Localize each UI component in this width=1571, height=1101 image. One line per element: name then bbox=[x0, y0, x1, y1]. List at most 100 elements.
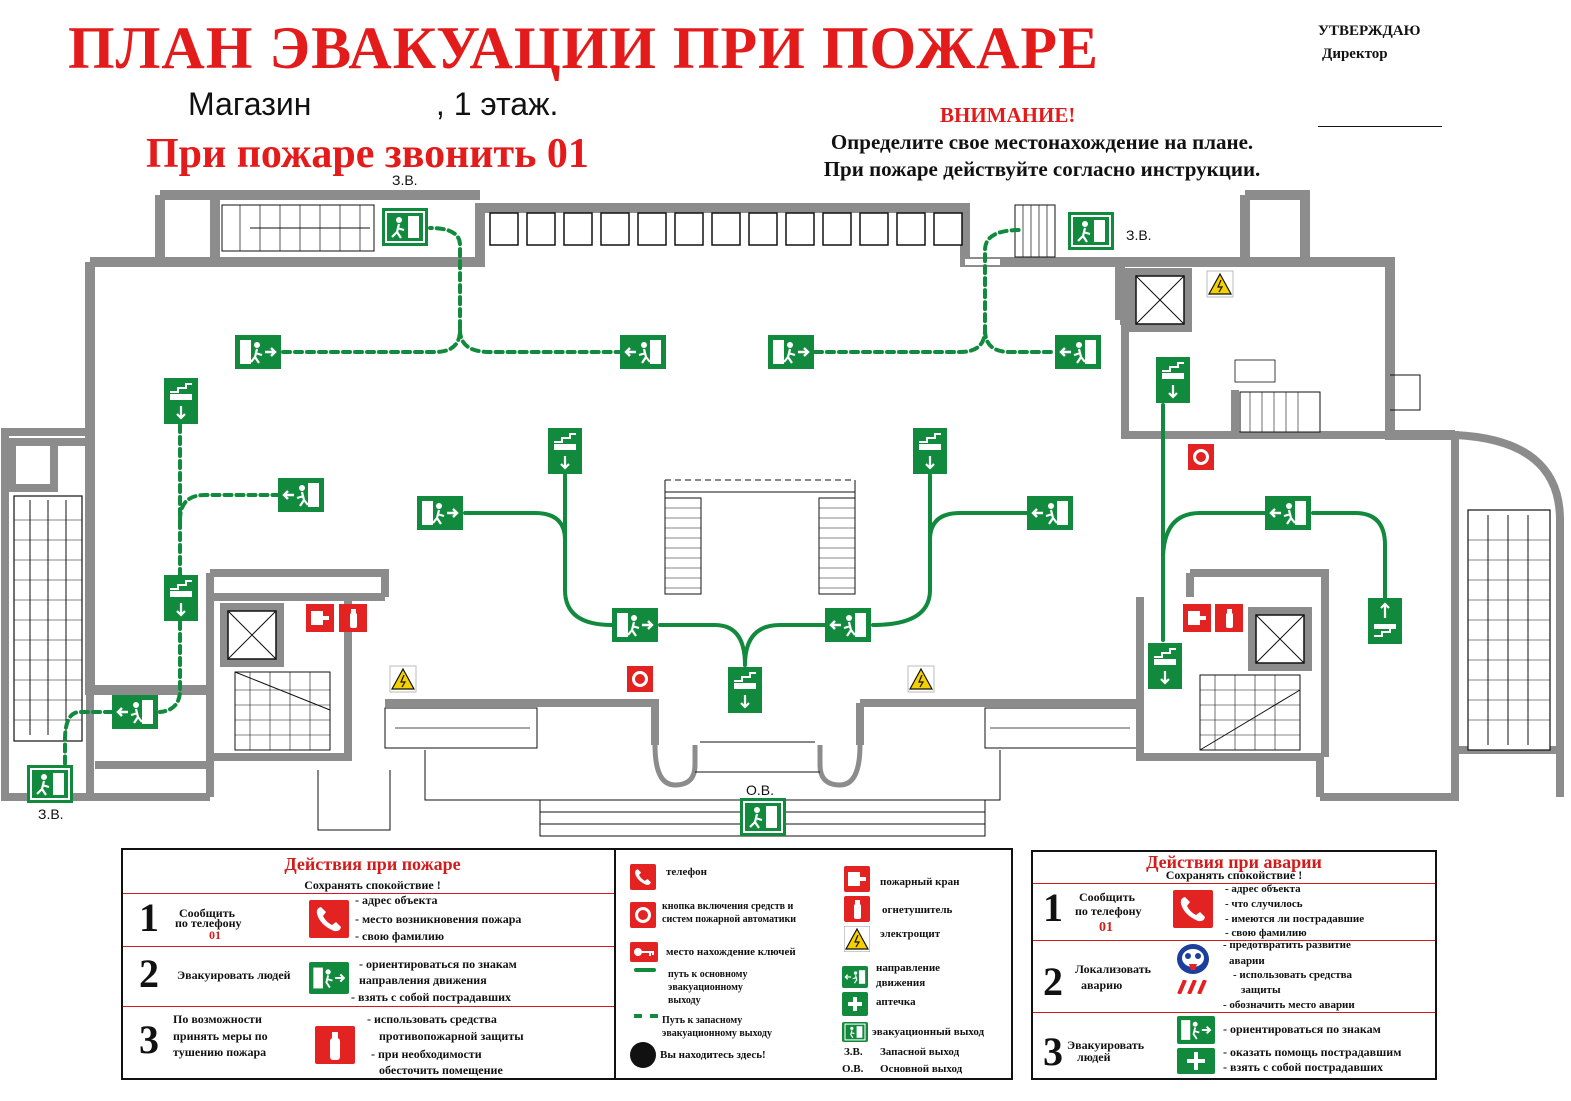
legend-main-path-a: путь к основному bbox=[668, 969, 748, 980]
acc-step3-item: - ориентироваться по знакам bbox=[1223, 1022, 1381, 1036]
acc-step1-item: - что случилось bbox=[1225, 898, 1303, 910]
step3-label-a: По возможности bbox=[173, 1012, 262, 1026]
step-number: 3 bbox=[139, 1017, 159, 1062]
step2-item: - взять с собой пострадавших bbox=[351, 990, 511, 1004]
first-aid-icon bbox=[1177, 1048, 1215, 1074]
electrical-panel-icon bbox=[843, 925, 871, 953]
step1-phone: 01 bbox=[209, 928, 221, 942]
exit-direction-icon bbox=[1177, 1016, 1215, 1044]
extinguisher-icon bbox=[315, 1026, 355, 1064]
gas-mask-icon bbox=[1177, 944, 1209, 974]
legend-you-are-here: Вы находитесь здесь! bbox=[660, 1049, 766, 1061]
acc-step2-item: - использовать средства bbox=[1233, 969, 1353, 981]
legend-main-path-c: выходу bbox=[668, 995, 701, 1006]
divider bbox=[1033, 940, 1435, 941]
step1-label-b: по телефону bbox=[175, 916, 242, 930]
legend-first-aid: аптечка bbox=[876, 996, 916, 1008]
signature-line bbox=[1318, 126, 1442, 127]
legend-spare-path-a: Путь к запасному bbox=[662, 1015, 743, 1026]
accident-actions-panel: Действия при аварии Сохранять спокойстви… bbox=[1031, 850, 1437, 1080]
acc-step2-item: защиты bbox=[1241, 984, 1281, 996]
store-line: Магазин , 1 этаж. bbox=[188, 86, 559, 122]
floor-plan bbox=[1, 190, 1564, 838]
fire-actions-title: Действия при пожаре bbox=[284, 854, 461, 874]
acc-step2-label-b: аварию bbox=[1081, 978, 1123, 992]
acc-step2-item: аварии bbox=[1229, 955, 1265, 967]
acc-step2-item: - обозначить место аварии bbox=[1223, 999, 1355, 1011]
hazard-stripes-icon bbox=[1175, 979, 1213, 995]
legend-ov-text: Основной выход bbox=[880, 1063, 963, 1075]
exit-direction-icon bbox=[309, 962, 349, 994]
acc-step2-label-a: Локализовать bbox=[1075, 962, 1151, 976]
spare-exit-label-top-right: З.В. bbox=[1126, 227, 1152, 243]
accident-actions-subtitle: Сохранять спокойствие ! bbox=[1165, 868, 1303, 882]
legend-panel: телефон кнопка включения средств и систе… bbox=[614, 848, 1013, 1080]
acc-step1-item: - свою фамилию bbox=[1225, 927, 1307, 939]
attention-text: Определите свое местонахождение на плане… bbox=[762, 129, 1322, 183]
phone-icon bbox=[630, 864, 656, 890]
step1-label-a: Сообщить bbox=[179, 906, 235, 920]
divider bbox=[123, 893, 622, 894]
legend-evac-exit: эвакуационный выход bbox=[872, 1026, 985, 1038]
step2-item: направления движения bbox=[359, 973, 487, 987]
acc-step2-item: - предотвратить развитие bbox=[1223, 939, 1351, 951]
first-aid-icon bbox=[842, 992, 868, 1016]
legend-button-a: кнопка включения средств и bbox=[662, 901, 794, 912]
attention-line-2: При пожаре действуйте согласно инструкци… bbox=[823, 157, 1261, 181]
acc-step1-item: - адрес объекта bbox=[1225, 883, 1301, 895]
legend-button-b: систем пожарной автоматики bbox=[662, 914, 797, 925]
approval-block: УТВЕРЖДАЮ Директор bbox=[1318, 20, 1421, 66]
divider bbox=[1033, 1012, 1435, 1013]
acc-step3-item: - оказать помощь пострадавшим bbox=[1223, 1045, 1402, 1059]
alarm-button-icon bbox=[630, 902, 656, 928]
acc-step3-label-b: людей bbox=[1077, 1050, 1111, 1064]
step3-item: - использовать средства bbox=[367, 1012, 497, 1026]
step3-item: - при необходимости bbox=[371, 1047, 482, 1061]
legend-direction-b: движения bbox=[876, 977, 926, 989]
step3-label-c: тушению пожара bbox=[173, 1045, 267, 1059]
direction-icon bbox=[842, 966, 868, 988]
attention-title: ВНИМАНИЕ! bbox=[940, 103, 1076, 127]
approve-label: УТВЕРЖДАЮ bbox=[1318, 23, 1421, 39]
legend-keys: место нахождение ключей bbox=[666, 946, 796, 958]
phone-icon bbox=[1173, 890, 1213, 928]
legend-phone: телефон bbox=[666, 866, 707, 878]
step-number: 3 bbox=[1043, 1029, 1063, 1074]
legend-direction-a: направление bbox=[876, 962, 941, 974]
acc-step1-item: - имеются ли пострадавшие bbox=[1225, 913, 1365, 925]
spare-path-line-icon bbox=[634, 1014, 658, 1018]
step3-item: обесточить помещение bbox=[379, 1063, 503, 1077]
spare-exit-label-bottom-left: З.В. bbox=[38, 806, 64, 822]
director-label: Директор bbox=[1322, 46, 1388, 62]
key-icon bbox=[630, 942, 658, 962]
step-number: 2 bbox=[139, 951, 159, 996]
plan-title: ПЛАН ЭВАКУАЦИИ ПРИ ПОЖАРЕ bbox=[68, 15, 1100, 81]
legend-main-path-b: эвакуационному bbox=[668, 982, 743, 993]
acc-step1-label-a: Сообщить bbox=[1079, 890, 1135, 904]
acc-step3-label-a: Эвакуировать bbox=[1067, 1038, 1145, 1052]
attention-line-1: Определите свое местонахождение на плане… bbox=[830, 130, 1254, 154]
hydrant-icon bbox=[844, 866, 870, 892]
accident-actions-title: Действия при аварии bbox=[1146, 852, 1322, 872]
legend-ov-abbr: О.В. bbox=[842, 1063, 864, 1075]
step2-label: Эвакуировать людей bbox=[177, 968, 291, 982]
extinguisher-icon bbox=[844, 896, 870, 922]
step-number: 1 bbox=[1043, 885, 1063, 930]
step1-item: - место возникновения пожара bbox=[355, 912, 522, 926]
you-are-here-marker bbox=[630, 1042, 656, 1068]
step-number: 2 bbox=[1043, 959, 1063, 1004]
legend-spare-path-b: эвакуационному выходу bbox=[662, 1028, 772, 1039]
legend-extinguisher: огнетушитель bbox=[882, 904, 953, 916]
legend-zv-abbr: З.В. bbox=[844, 1046, 863, 1058]
phone-icon bbox=[309, 900, 349, 938]
call-line: При пожаре звонить 01 bbox=[146, 131, 589, 177]
divider bbox=[1033, 883, 1435, 884]
acc-step1-phone: 01 bbox=[1099, 920, 1113, 935]
step1-label: Сообщить bbox=[179, 906, 235, 921]
step1-item: - свою фамилию bbox=[355, 929, 445, 943]
legend-panel: электрощит bbox=[880, 928, 941, 940]
step3-item: противопожарной защиты bbox=[379, 1029, 524, 1043]
main-path-line-icon bbox=[634, 968, 656, 972]
evac-exit-icon bbox=[842, 1022, 868, 1042]
step3-label-b: принять меры по bbox=[173, 1029, 268, 1043]
